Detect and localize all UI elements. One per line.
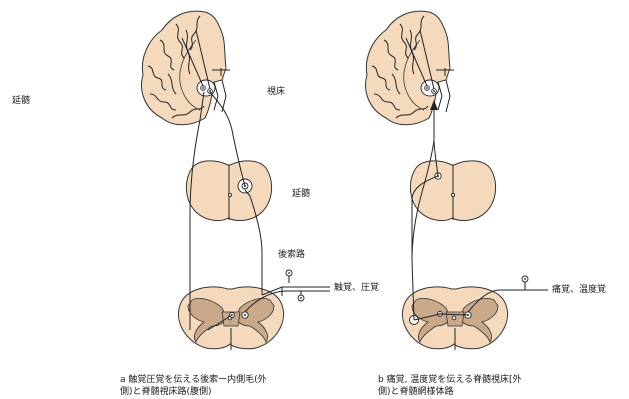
label-touch-pressure: 触覚、圧覚 xyxy=(334,283,379,294)
medulla-section-b xyxy=(410,161,495,221)
panel-a xyxy=(142,11,330,350)
brain-section-b xyxy=(366,11,454,125)
spinal-cord-b xyxy=(402,287,507,350)
label-medulla-center: 延髄 xyxy=(292,189,310,200)
label-posterior-column: 後索路 xyxy=(278,250,305,261)
label-medulla-left: 延髄 xyxy=(12,96,30,107)
label-thalamus: 視床 xyxy=(267,87,285,98)
caption-a: a 触覚圧覚を伝える後索ー内側毛(外 側)と脊髄視床路(腹側) xyxy=(120,374,267,398)
caption-b: b 痛覚, 温度覚を伝える脊髄視床[外 側)と脊髄網様体路 xyxy=(378,374,522,398)
label-pain-temperature: 痛覚、温度覚 xyxy=(552,285,606,296)
medulla-section-a xyxy=(186,161,271,221)
brain-section-a xyxy=(142,11,230,125)
spinal-cord-a xyxy=(178,287,283,350)
panel-b xyxy=(366,11,548,350)
